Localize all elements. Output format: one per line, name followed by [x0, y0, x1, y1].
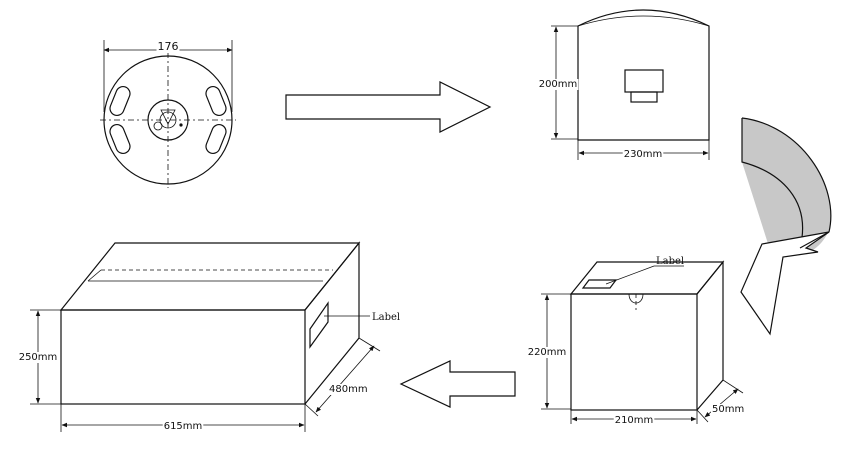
carton-depth-label: 480mm — [329, 384, 368, 395]
reel-slot-top-right — [205, 85, 227, 117]
carton-height-label: 250mm — [19, 352, 58, 363]
inner-box-depth-label: 50mm — [712, 404, 744, 415]
inner-box-tape-curve — [628, 293, 644, 304]
carton-flap-edge-left — [87, 269, 102, 282]
inner-box-depth-dim-line — [704, 388, 739, 418]
dimension-label-backing — [156, 40, 180, 53]
dimension-label-backing — [162, 421, 204, 432]
carton-label-text: Label — [372, 312, 400, 323]
carton-width-label: 615mm — [164, 421, 203, 432]
reel-diameter-label: 176 — [158, 40, 179, 53]
bag-width-label: 230mm — [624, 149, 663, 160]
bag-height-label: 200mm — [539, 79, 578, 90]
inner-box-height-label: 220mm — [528, 347, 567, 358]
reel: 176 — [100, 40, 236, 188]
carton-ext-depth-front — [304, 403, 319, 417]
inner-box: Label 220mm 210mm 50mm — [526, 256, 746, 426]
dimension-label-backing — [537, 79, 579, 90]
inner-box-width-label: 210mm — [615, 415, 654, 426]
carton-depth-dim-line — [315, 345, 375, 413]
reel-hub-key — [160, 109, 176, 125]
inner-box-side — [696, 260, 724, 411]
dimension-label-backing — [711, 404, 746, 415]
reel-hub — [147, 99, 189, 141]
dimension-label-backing — [526, 347, 568, 358]
carton: Label 250mm 480mm 615mm — [17, 241, 400, 432]
curved-arrow-neck — [799, 231, 830, 249]
carton-top — [59, 242, 361, 311]
reel-spindle — [159, 111, 177, 129]
inner-box-label-leader — [605, 265, 655, 285]
dimension-label-backing — [17, 352, 59, 363]
carton-ext-depth-back — [358, 337, 381, 352]
reel-slot-bottom-right — [205, 123, 227, 155]
bag-reel-window-base — [630, 91, 658, 103]
reel-slot-top-left — [109, 85, 131, 117]
bag-outline — [577, 9, 710, 141]
dimension-label-backing — [328, 384, 369, 395]
bag-seal-curve — [577, 15, 710, 27]
bag-reel-window — [624, 69, 664, 93]
curved-arrow-outer-edge — [741, 117, 832, 233]
inner-box-ext-depth-front — [696, 409, 709, 423]
inner-box-front — [570, 293, 698, 411]
carton-front — [60, 309, 306, 405]
inner-box-label-patch — [581, 279, 618, 289]
arrow-left — [399, 360, 516, 408]
dimension-label-backing — [622, 149, 664, 160]
curved-arrow-head — [740, 231, 830, 336]
reel-hub-hole — [153, 121, 163, 131]
curved-arrow-inner-edge — [741, 118, 804, 249]
curved-arrow — [740, 117, 832, 336]
reel-hub-dot — [179, 123, 183, 127]
inner-box-ext-depth-back — [722, 379, 744, 394]
dimension-label-backing — [613, 415, 655, 426]
carton-label-patch — [309, 301, 329, 349]
bag: 200mm 230mm — [537, 9, 710, 160]
reel-slot-bottom-left — [109, 123, 131, 155]
arrow-right — [285, 81, 492, 133]
inner-box-label-text: Label — [656, 256, 684, 267]
